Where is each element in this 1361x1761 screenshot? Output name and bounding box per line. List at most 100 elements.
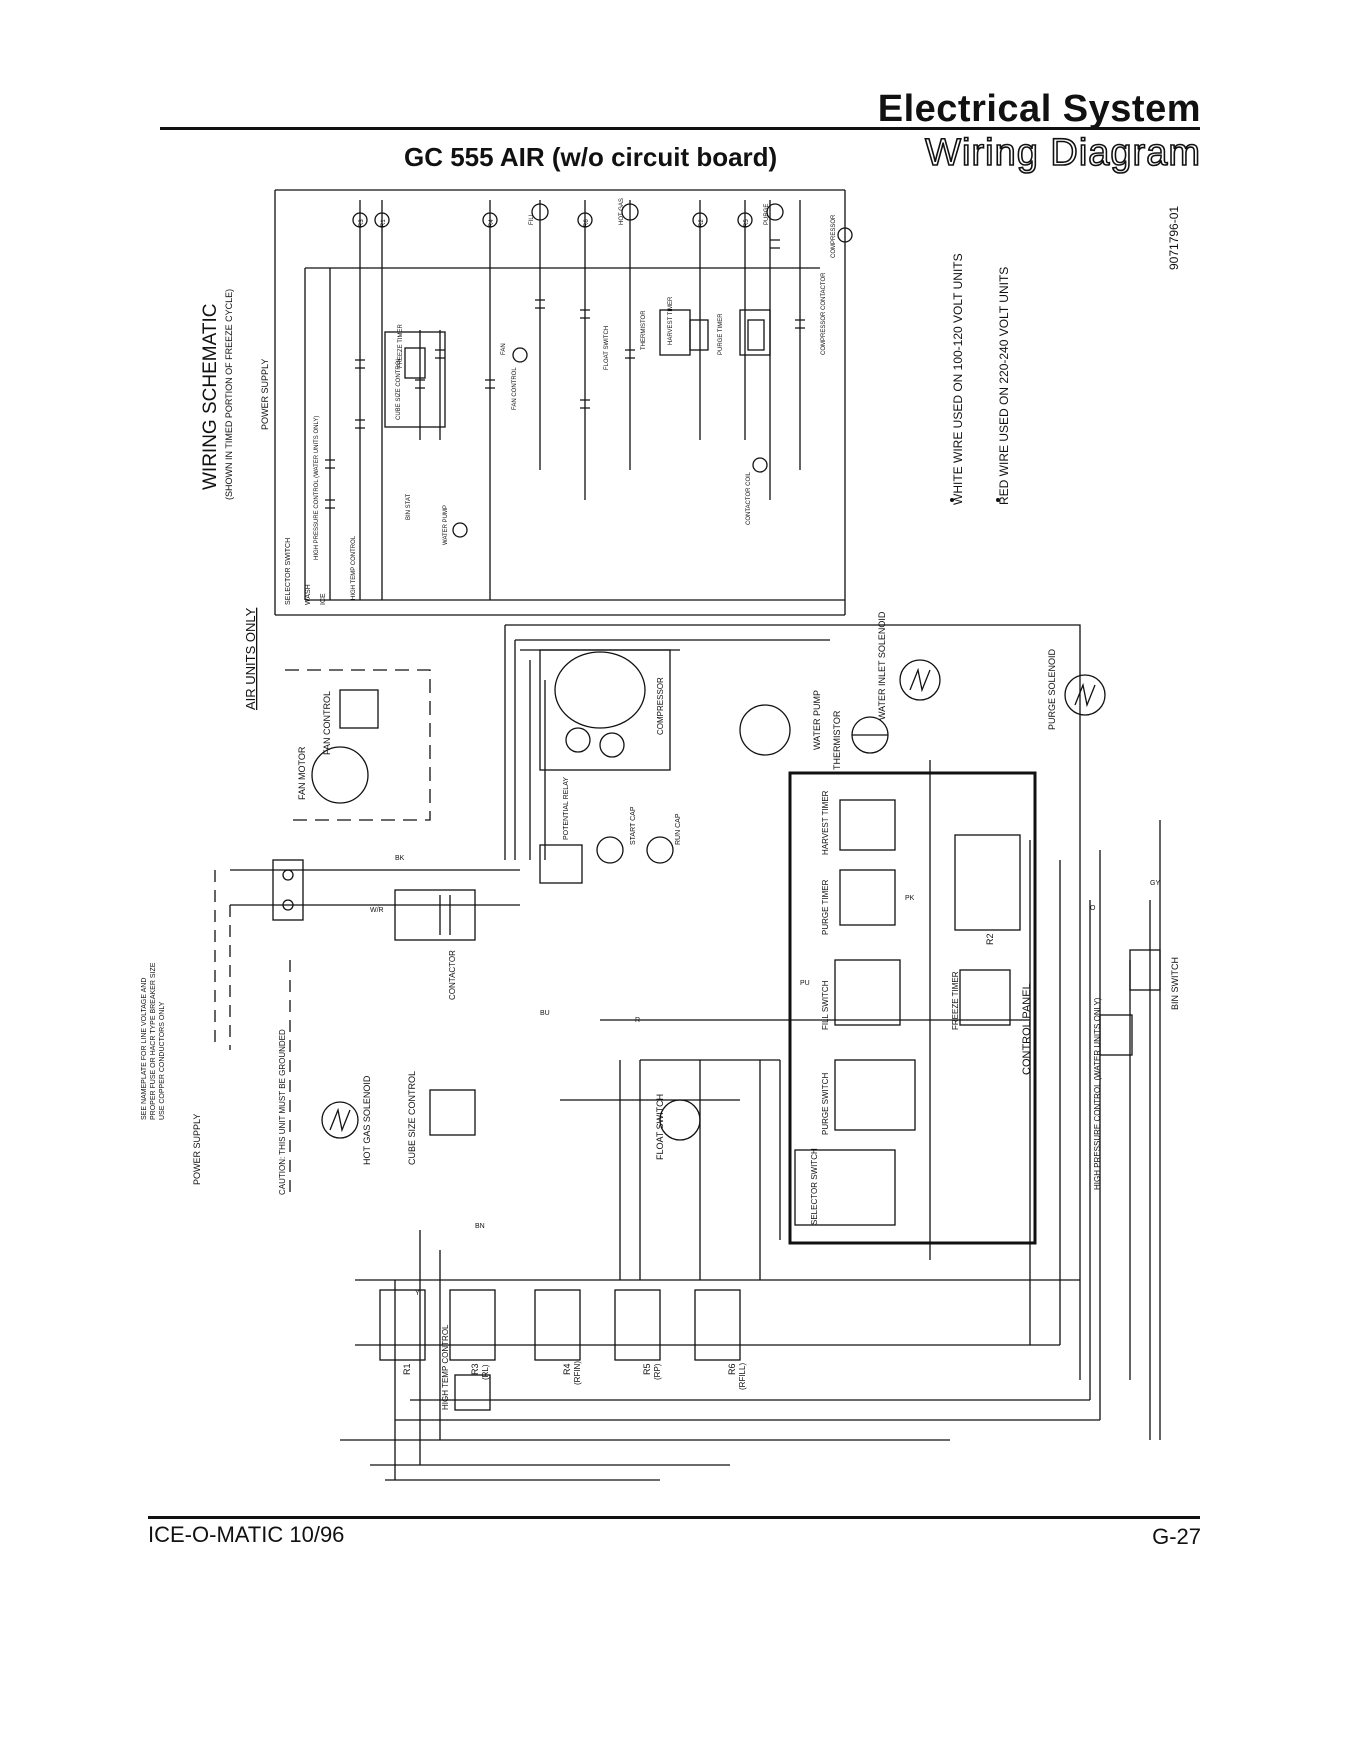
selector-switch-label: SELECTOR SWITCH xyxy=(810,1148,819,1225)
label-compressor: COMPRESSOR xyxy=(831,214,837,258)
wire-color-tags: BK BU PU PK R Y O GY W/R BN xyxy=(370,855,1160,1297)
relay-r6-box xyxy=(694,1289,741,1361)
start-cap-symbol xyxy=(596,836,624,864)
bin-switch-box xyxy=(1129,949,1161,991)
high-temp-control-box xyxy=(454,1374,491,1411)
cube-size-control-label: CUBE SIZE CONTROL xyxy=(407,1071,417,1165)
note-red-wire: RED WIRE USED ON 220-240 VOLT UNITS xyxy=(997,267,1011,505)
r2-relay-box xyxy=(954,834,1021,931)
schematic-rail-left xyxy=(274,189,846,616)
wire-tag-wr: W/R xyxy=(370,907,384,914)
run-cap-label: RUN CAP xyxy=(675,813,682,845)
air-units-only: AIR UNITS ONLY xyxy=(243,607,258,710)
label-purge-timer: PURGE TIMER xyxy=(718,313,724,355)
harvest-timer-label: HARVEST TIMER xyxy=(821,790,830,855)
power-supply-dashed xyxy=(214,870,291,1200)
cube-size-control-box xyxy=(429,1089,476,1136)
water-pump-label: WATER PUMP xyxy=(812,690,822,750)
float-switch-label: FLOAT SWITCH xyxy=(655,1094,665,1160)
compressor-shell xyxy=(554,651,646,729)
label-ice: ICE xyxy=(320,593,327,605)
high-pressure-label: HIGH PRESSURE CONTROL (WATER UNITS ONLY) xyxy=(1093,997,1102,1190)
label-water-pump: WATER PUMP xyxy=(443,505,449,545)
label-fan-control: FAN CONTROL xyxy=(512,367,518,410)
air-units-dashed xyxy=(285,669,431,821)
fill-switch-box xyxy=(834,959,901,1026)
wire-tag-pu: PU xyxy=(800,980,810,987)
harvest-timer-box xyxy=(839,799,896,851)
fan-motor-label: FAN MOTOR xyxy=(297,746,307,800)
label-freeze-timer: FREEZE TIMER xyxy=(398,323,404,368)
freeze-timer-box xyxy=(959,969,1011,1026)
control-panel-box xyxy=(788,771,1037,1245)
document-title: GC 555 AIR (w/o circuit board) xyxy=(404,142,778,172)
schematic-title: WIRING SCHEMATIC xyxy=(200,304,221,490)
wire-tag-r: R xyxy=(635,1017,640,1024)
schematic-loads xyxy=(352,203,853,538)
relay-r1-box xyxy=(379,1289,426,1361)
purge-solenoid-symbol xyxy=(1064,674,1106,716)
relay-r4-label: R4 xyxy=(562,1363,572,1375)
terminal-block xyxy=(272,859,304,921)
caution-label: CAUTION: THIS UNIT MUST BE GROUNDED xyxy=(278,1029,287,1195)
water-inlet-solenoid-symbol xyxy=(899,659,941,701)
control-panel-label: CONTROL PANEL xyxy=(1021,983,1033,1075)
water-inlet-solenoid-label: WATER INLET SOLENOID xyxy=(877,611,887,720)
purge-switch-label: PURGE SWITCH xyxy=(821,1073,830,1135)
water-pump-symbol xyxy=(739,704,791,756)
purge-timer-box xyxy=(839,869,896,926)
label-selector-switch: SELECTOR SWITCH xyxy=(285,538,292,605)
label-compressor-contactor: COMPRESSOR CONTACTOR xyxy=(821,272,827,355)
purge-timer-label: PURGE TIMER xyxy=(821,879,830,935)
label-fill: FILL xyxy=(529,212,535,225)
schematic-relay-r1: R1 xyxy=(381,219,387,227)
thermistor-label: THERMISTOR xyxy=(832,710,842,770)
power-supply-note: SEE NAMEPLATE FOR LINE VOLTAGE AND PROPE… xyxy=(141,962,166,1120)
wire-tag-gy: GY xyxy=(1150,880,1160,887)
fan-control-label: FAN CONTROL xyxy=(322,691,332,755)
fan-control-symbol xyxy=(339,689,379,729)
power-supply-note-wrap: SEE NAMEPLATE FOR LINE VOLTAGE AND PROPE… xyxy=(141,962,166,1120)
start-cap-label: START CAP xyxy=(630,806,637,845)
contactor-box xyxy=(394,889,476,941)
wire-tag-pk: PK xyxy=(905,895,915,902)
wiring-schematic: WIRING SCHEMATIC (SHOWN IN TIMED PORTION… xyxy=(200,189,853,616)
wire-tag-y: Y xyxy=(415,1290,420,1297)
bin-switch-label: BIN SWITCH xyxy=(1170,957,1180,1010)
schematic-rail-inner xyxy=(304,267,845,601)
wire-tag-bk: BK xyxy=(395,855,405,862)
relay-r3-label: R3 xyxy=(470,1363,480,1375)
relay-r1-label: R1 xyxy=(402,1363,412,1375)
run-cap-symbol xyxy=(646,836,674,864)
wire-runs xyxy=(230,624,1161,1481)
label-wash: WASH xyxy=(305,584,312,605)
power-supply-label: POWER SUPPLY xyxy=(192,1114,202,1185)
label-harvest-timer: HARVEST TIMER xyxy=(668,296,674,345)
hot-gas-solenoid-label: HOT GAS SOLENOID xyxy=(362,1075,372,1165)
fan-motor-symbol xyxy=(311,746,369,804)
label-high-temp: HIGH TEMP CONTROL xyxy=(351,535,357,600)
footer-right: G-27 xyxy=(1152,1524,1201,1549)
relay-r6-label: R6 xyxy=(727,1363,737,1375)
label-high-pressure: HIGH PRESSURE CONTROL (WATER UNITS ONLY) xyxy=(314,416,320,560)
relay-r4-name: (RFIN) xyxy=(573,1361,582,1385)
relay-r5-box xyxy=(614,1289,661,1361)
wire-tag-bn: BN xyxy=(475,1223,485,1230)
schematic-contacts xyxy=(325,239,805,509)
relay-r5-label: R5 xyxy=(642,1363,652,1375)
contactor-label: CONTACTOR xyxy=(448,950,457,1000)
header-rule xyxy=(160,127,1200,130)
footer-left: ICE-O-MATIC 10/96 xyxy=(148,1522,345,1547)
relay-r5-name: (RP) xyxy=(653,1363,662,1380)
high-temp-control-label: HIGH TEMP CONTROL xyxy=(441,1324,450,1410)
label-purge: PURGE xyxy=(764,204,770,225)
wire-tag-o: O xyxy=(1090,905,1096,912)
wire-tag-bu: BU xyxy=(540,1010,550,1017)
high-pressure-box xyxy=(1099,1014,1133,1056)
relay-r3-box xyxy=(449,1289,496,1361)
label-contactor-coil: CONTACTOR COIL xyxy=(746,471,752,525)
fill-switch-label: FILL SWITCH xyxy=(821,980,830,1030)
potential-relay-box xyxy=(539,844,583,884)
float-switch-symbol xyxy=(659,1099,701,1141)
relay-r3-name: (RL) xyxy=(481,1364,490,1380)
